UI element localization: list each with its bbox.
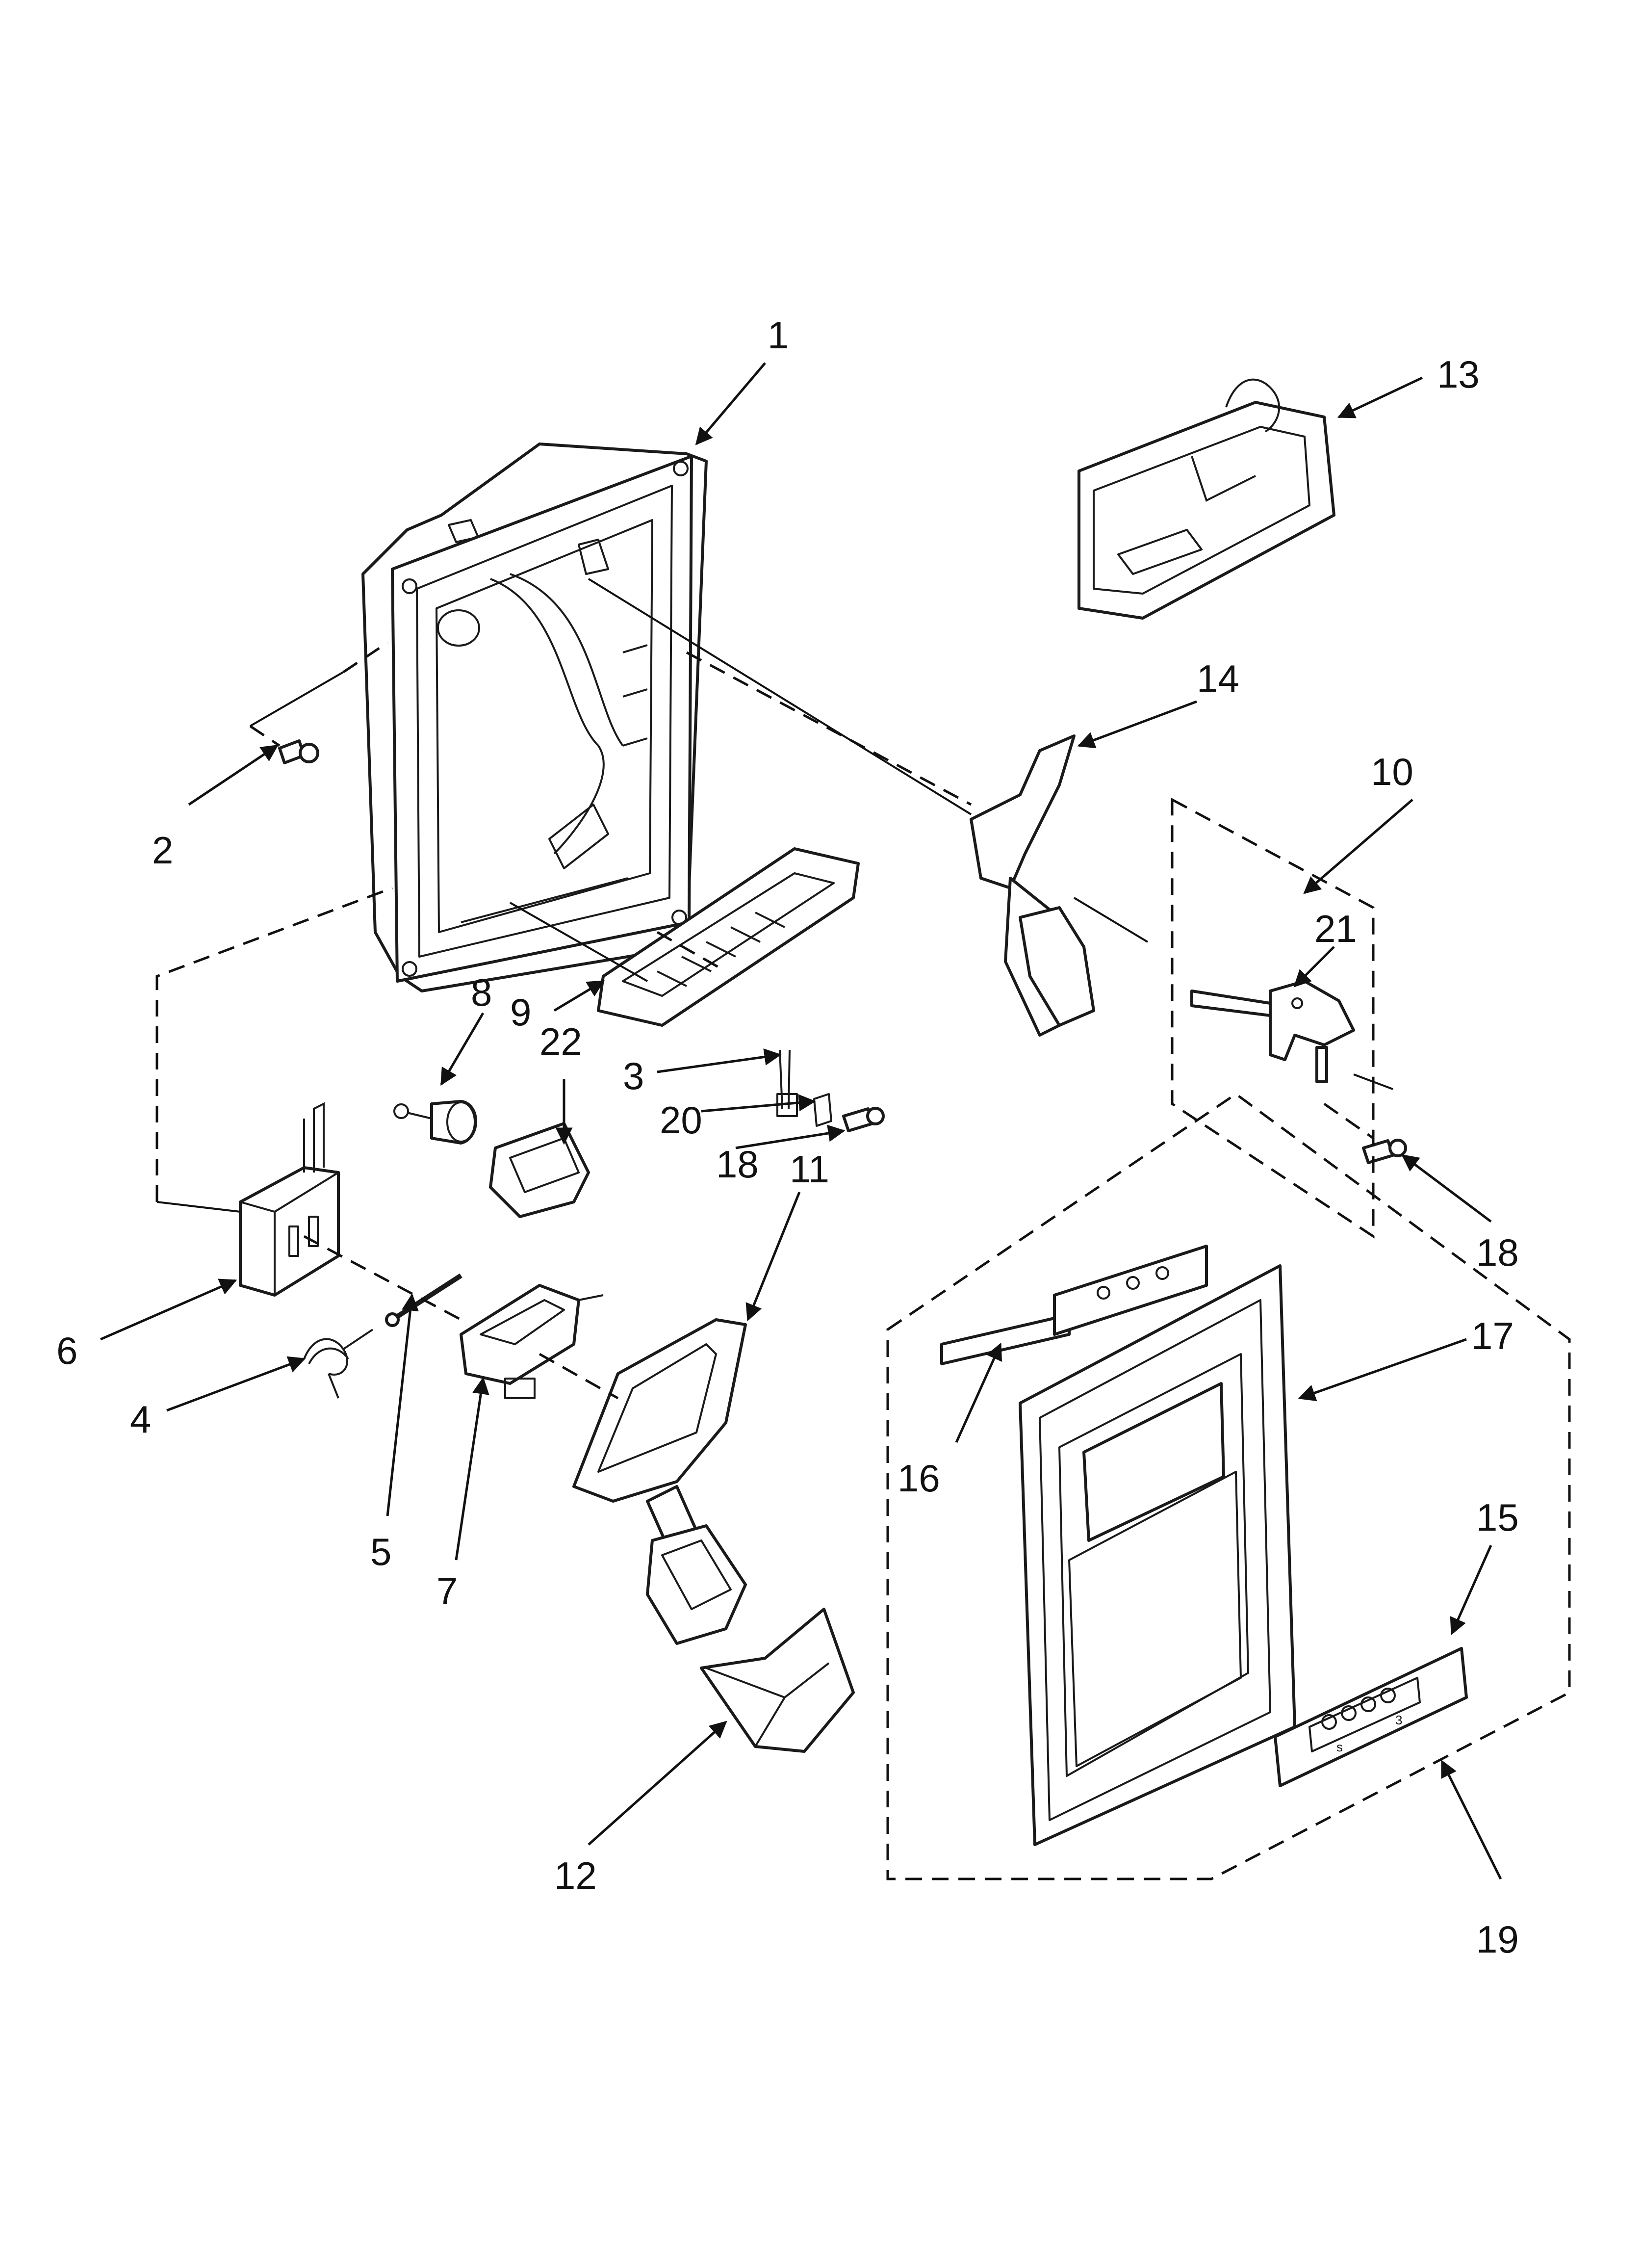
callout-16: 16: [898, 1457, 940, 1500]
part-13-motor-bracket: [1078, 378, 1335, 620]
part-15-control-panel: s 3: [1274, 1647, 1468, 1787]
dashed-assembly-lines: [155, 578, 1571, 1880]
callout-labels: 1 2 3 4 5 6 7 8 9 10 11 12 13 14 15 16 1…: [56, 313, 1519, 1961]
panel-mark-left: s: [1336, 1740, 1343, 1754]
callout-6: 6: [56, 1329, 77, 1372]
callout-10: 10: [1371, 750, 1413, 793]
part-12-drip-tray: [700, 1608, 855, 1753]
part-18-screw-a: [842, 1107, 885, 1132]
part-8-plunger: [393, 1100, 477, 1145]
callout-2: 2: [152, 829, 173, 872]
callout-19: 19: [1476, 1918, 1519, 1961]
callout-11: 11: [790, 1147, 829, 1191]
leader-arrows: [100, 362, 1502, 1880]
callout-22: 22: [539, 1020, 582, 1063]
callout-7: 7: [436, 1569, 458, 1613]
part-11-water-lever: [572, 1318, 747, 1645]
part-18-screw-b: [1362, 1139, 1407, 1164]
callout-3: 3: [623, 1054, 644, 1097]
callout-9: 9: [510, 991, 531, 1034]
part-2-screw: [278, 739, 319, 764]
callout-21: 21: [1314, 907, 1357, 950]
part-6-module: [239, 1102, 340, 1297]
callout-8: 8: [471, 971, 492, 1014]
callout-1: 1: [768, 313, 789, 357]
part-4-spring: [303, 1329, 374, 1399]
callout-15: 15: [1476, 1496, 1519, 1539]
part-22-cover: [489, 1122, 590, 1218]
part-20-clip: [813, 1093, 832, 1127]
panel-mark-right: 3: [1395, 1713, 1402, 1727]
part-21-lever-assembly: [1190, 980, 1355, 1083]
callout-5: 5: [370, 1530, 391, 1573]
part-3-spring: [776, 1049, 798, 1117]
part-17-bezel: [1019, 1264, 1296, 1846]
part-14-ice-lever: [970, 734, 1095, 1037]
part-1-dispenser-housing: [361, 443, 708, 992]
callout-14: 14: [1197, 657, 1239, 700]
callout-17: 17: [1471, 1314, 1514, 1357]
callout-20: 20: [660, 1098, 702, 1142]
part-9-grille: [597, 847, 860, 1027]
callout-4: 4: [130, 1398, 151, 1441]
callout-12: 12: [554, 1854, 597, 1897]
callout-13: 13: [1437, 353, 1480, 396]
part-5-pin: [385, 1273, 462, 1327]
callout-18b: 18: [1476, 1231, 1519, 1274]
part-16-cable: [940, 1245, 1208, 1365]
callout-18a: 18: [716, 1143, 759, 1186]
